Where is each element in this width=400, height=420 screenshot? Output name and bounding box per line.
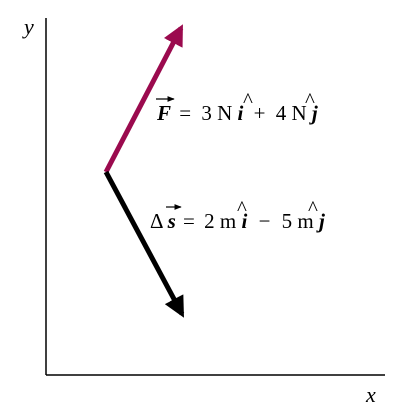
force-unit-i: i [238,101,244,125]
force-equation: F = 3 N i + 4 N j ^ ^ [156,88,318,125]
displacement-operator: − [259,209,271,233]
force-x-component: 3 N [201,101,232,125]
displacement-symbol: s [167,209,176,233]
displacement-j-hat-icon: ^ [308,196,318,220]
force-symbol: F [156,101,171,125]
displacement-unit-j: j [316,209,325,233]
displacement-vector [103,170,185,318]
displacement-i-hat-icon: ^ [237,196,247,220]
displacement-equals: = [183,209,195,233]
displacement-y-component: 5 m [282,209,314,233]
y-axis-label: y [22,14,34,39]
displacement-unit-i: i [241,209,247,233]
force-vector [103,24,184,174]
force-j-hat-icon: ^ [305,88,315,112]
displacement-equation: Δ s = 2 m i − 5 m j ^ ^ [150,196,325,233]
force-y-component: 4 N [276,101,307,125]
x-axis-label: x [365,382,376,407]
force-i-hat-icon: ^ [243,88,253,112]
force-operator: + [254,101,266,125]
force-equals: = [179,101,191,125]
svg-text:F = 3 N: F = 3 N i + 4 N j [156,101,318,125]
force-unit-j: j [309,101,318,125]
svg-text:Δ s =: Δ s = 2 m i − 5 m j [150,209,325,233]
displacement-delta: Δ [150,209,163,233]
displacement-x-component: 2 m [204,209,236,233]
